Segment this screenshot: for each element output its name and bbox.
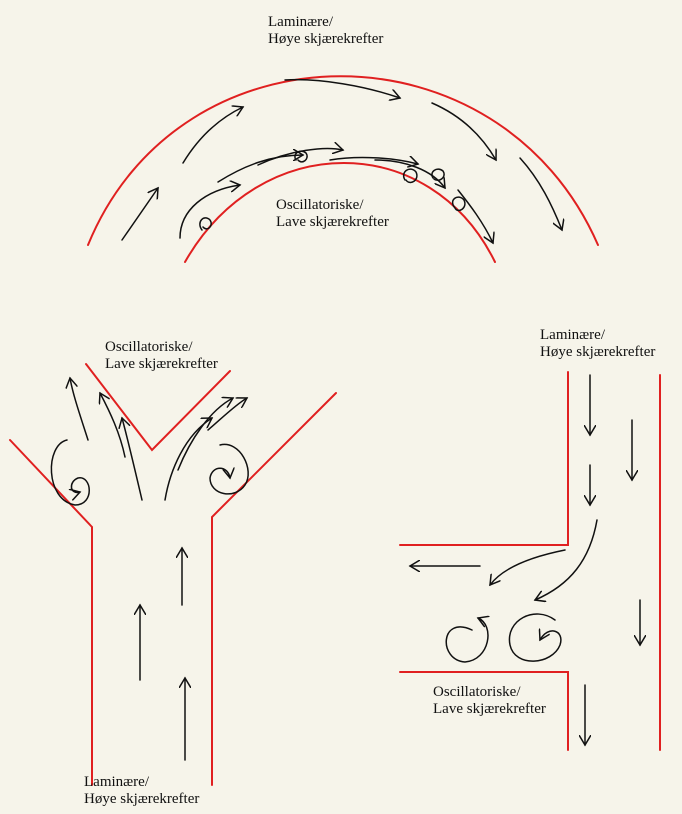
arch-arrow-4: [432, 103, 496, 160]
arch-top-label: Laminære/ Høye skjærekrefter: [268, 14, 383, 48]
aortic-arch: [88, 76, 598, 262]
arch-vortex-1: [200, 218, 211, 230]
bifurcation-bottom-label-line2: Høye skjærekrefter: [84, 791, 199, 808]
arch-inner-label: Oscillatoriske/ Lave skjærekrefter: [276, 197, 389, 231]
branch-top-label: Laminære/ Høye skjærekrefter: [540, 327, 655, 361]
bif-arrow-left-2: [100, 393, 125, 457]
bifurcation-top-label-line1: Oscillatoriske/: [105, 339, 218, 356]
bif-arrow-left-1: [70, 378, 88, 440]
branch-top-label-line2: Høye skjærekrefter: [540, 344, 655, 361]
arch-vortex-2: [295, 151, 307, 162]
branch-curve-arrow-1: [490, 550, 565, 585]
bifurcation-bottom-label: Laminære/ Høye skjærekrefter: [84, 774, 199, 808]
bifurcation-bottom-label-line1: Laminære/: [84, 774, 199, 791]
arch-arrow-5: [520, 158, 562, 230]
branch-left-upper-wall: [400, 372, 568, 545]
arch-vortex-5: [453, 197, 465, 210]
bifurcation-top-label-line2: Lave skjærekrefter: [105, 356, 218, 373]
arch-arrow-2: [183, 107, 243, 163]
branch-bottom-label-line1: Oscillatoriske/: [433, 684, 546, 701]
branch-bottom-label-line2: Lave skjærekrefter: [433, 701, 546, 718]
arch-inner-label-line1: Oscillatoriske/: [276, 197, 389, 214]
bifurcation-top-label: Oscillatoriske/ Lave skjærekrefter: [105, 339, 218, 373]
arch-vortex-4: [432, 169, 444, 180]
bif-arrow-right-3: [208, 398, 247, 430]
arch-top-label-line1: Laminære/: [268, 14, 383, 31]
branch-top-label-line1: Laminære/: [540, 327, 655, 344]
arch-arrow-1: [122, 188, 158, 240]
arch-inner-arrow-5: [375, 160, 445, 188]
branch-vortex-1: [446, 618, 488, 662]
bifurcation-right-wall: [212, 393, 336, 785]
arch-arrow-3: [285, 80, 400, 98]
bif-arrow-right-2: [178, 398, 233, 470]
arch-top-label-line2: Høye skjærekrefter: [268, 31, 383, 48]
branch-curve-arrow-2: [535, 520, 597, 600]
bif-arrow-left-3: [122, 418, 142, 500]
bifurcation: [10, 364, 336, 785]
bif-vortex-left: [51, 440, 89, 505]
arch-inner-arrow-1: [180, 185, 240, 238]
arch-inner-label-line2: Lave skjærekrefter: [276, 214, 389, 231]
branch-vortex-2: [509, 614, 560, 661]
branch-bottom-label: Oscillatoriske/ Lave skjærekrefter: [433, 684, 546, 718]
arch-inner-arrow-2: [218, 155, 303, 182]
